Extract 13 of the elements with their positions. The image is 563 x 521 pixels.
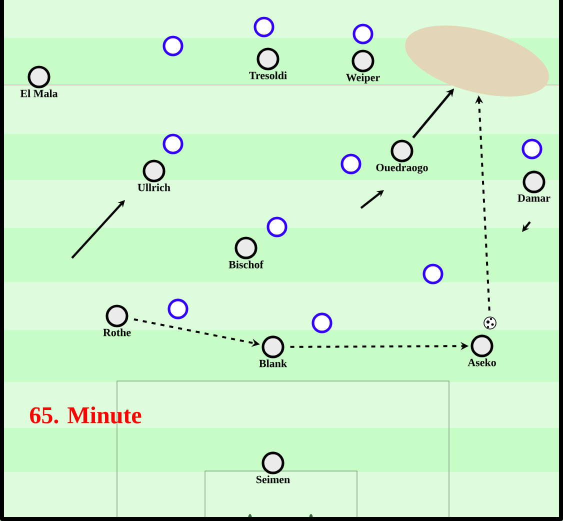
opponent-marker bbox=[266, 216, 288, 238]
target-zone bbox=[405, 25, 549, 96]
opponent-marker bbox=[162, 134, 184, 154]
opponent-marker bbox=[312, 312, 332, 334]
opponent-marker bbox=[352, 24, 374, 44]
minute-label: 65. Minute bbox=[30, 406, 142, 424]
opponent-marker bbox=[162, 36, 184, 56]
opponent-marker bbox=[522, 138, 542, 160]
opponent-marker bbox=[168, 298, 188, 320]
opponent-marker bbox=[422, 264, 444, 284]
ball-icon bbox=[484, 316, 496, 330]
opponent-marker bbox=[254, 16, 274, 38]
opponent-marker bbox=[340, 154, 362, 174]
